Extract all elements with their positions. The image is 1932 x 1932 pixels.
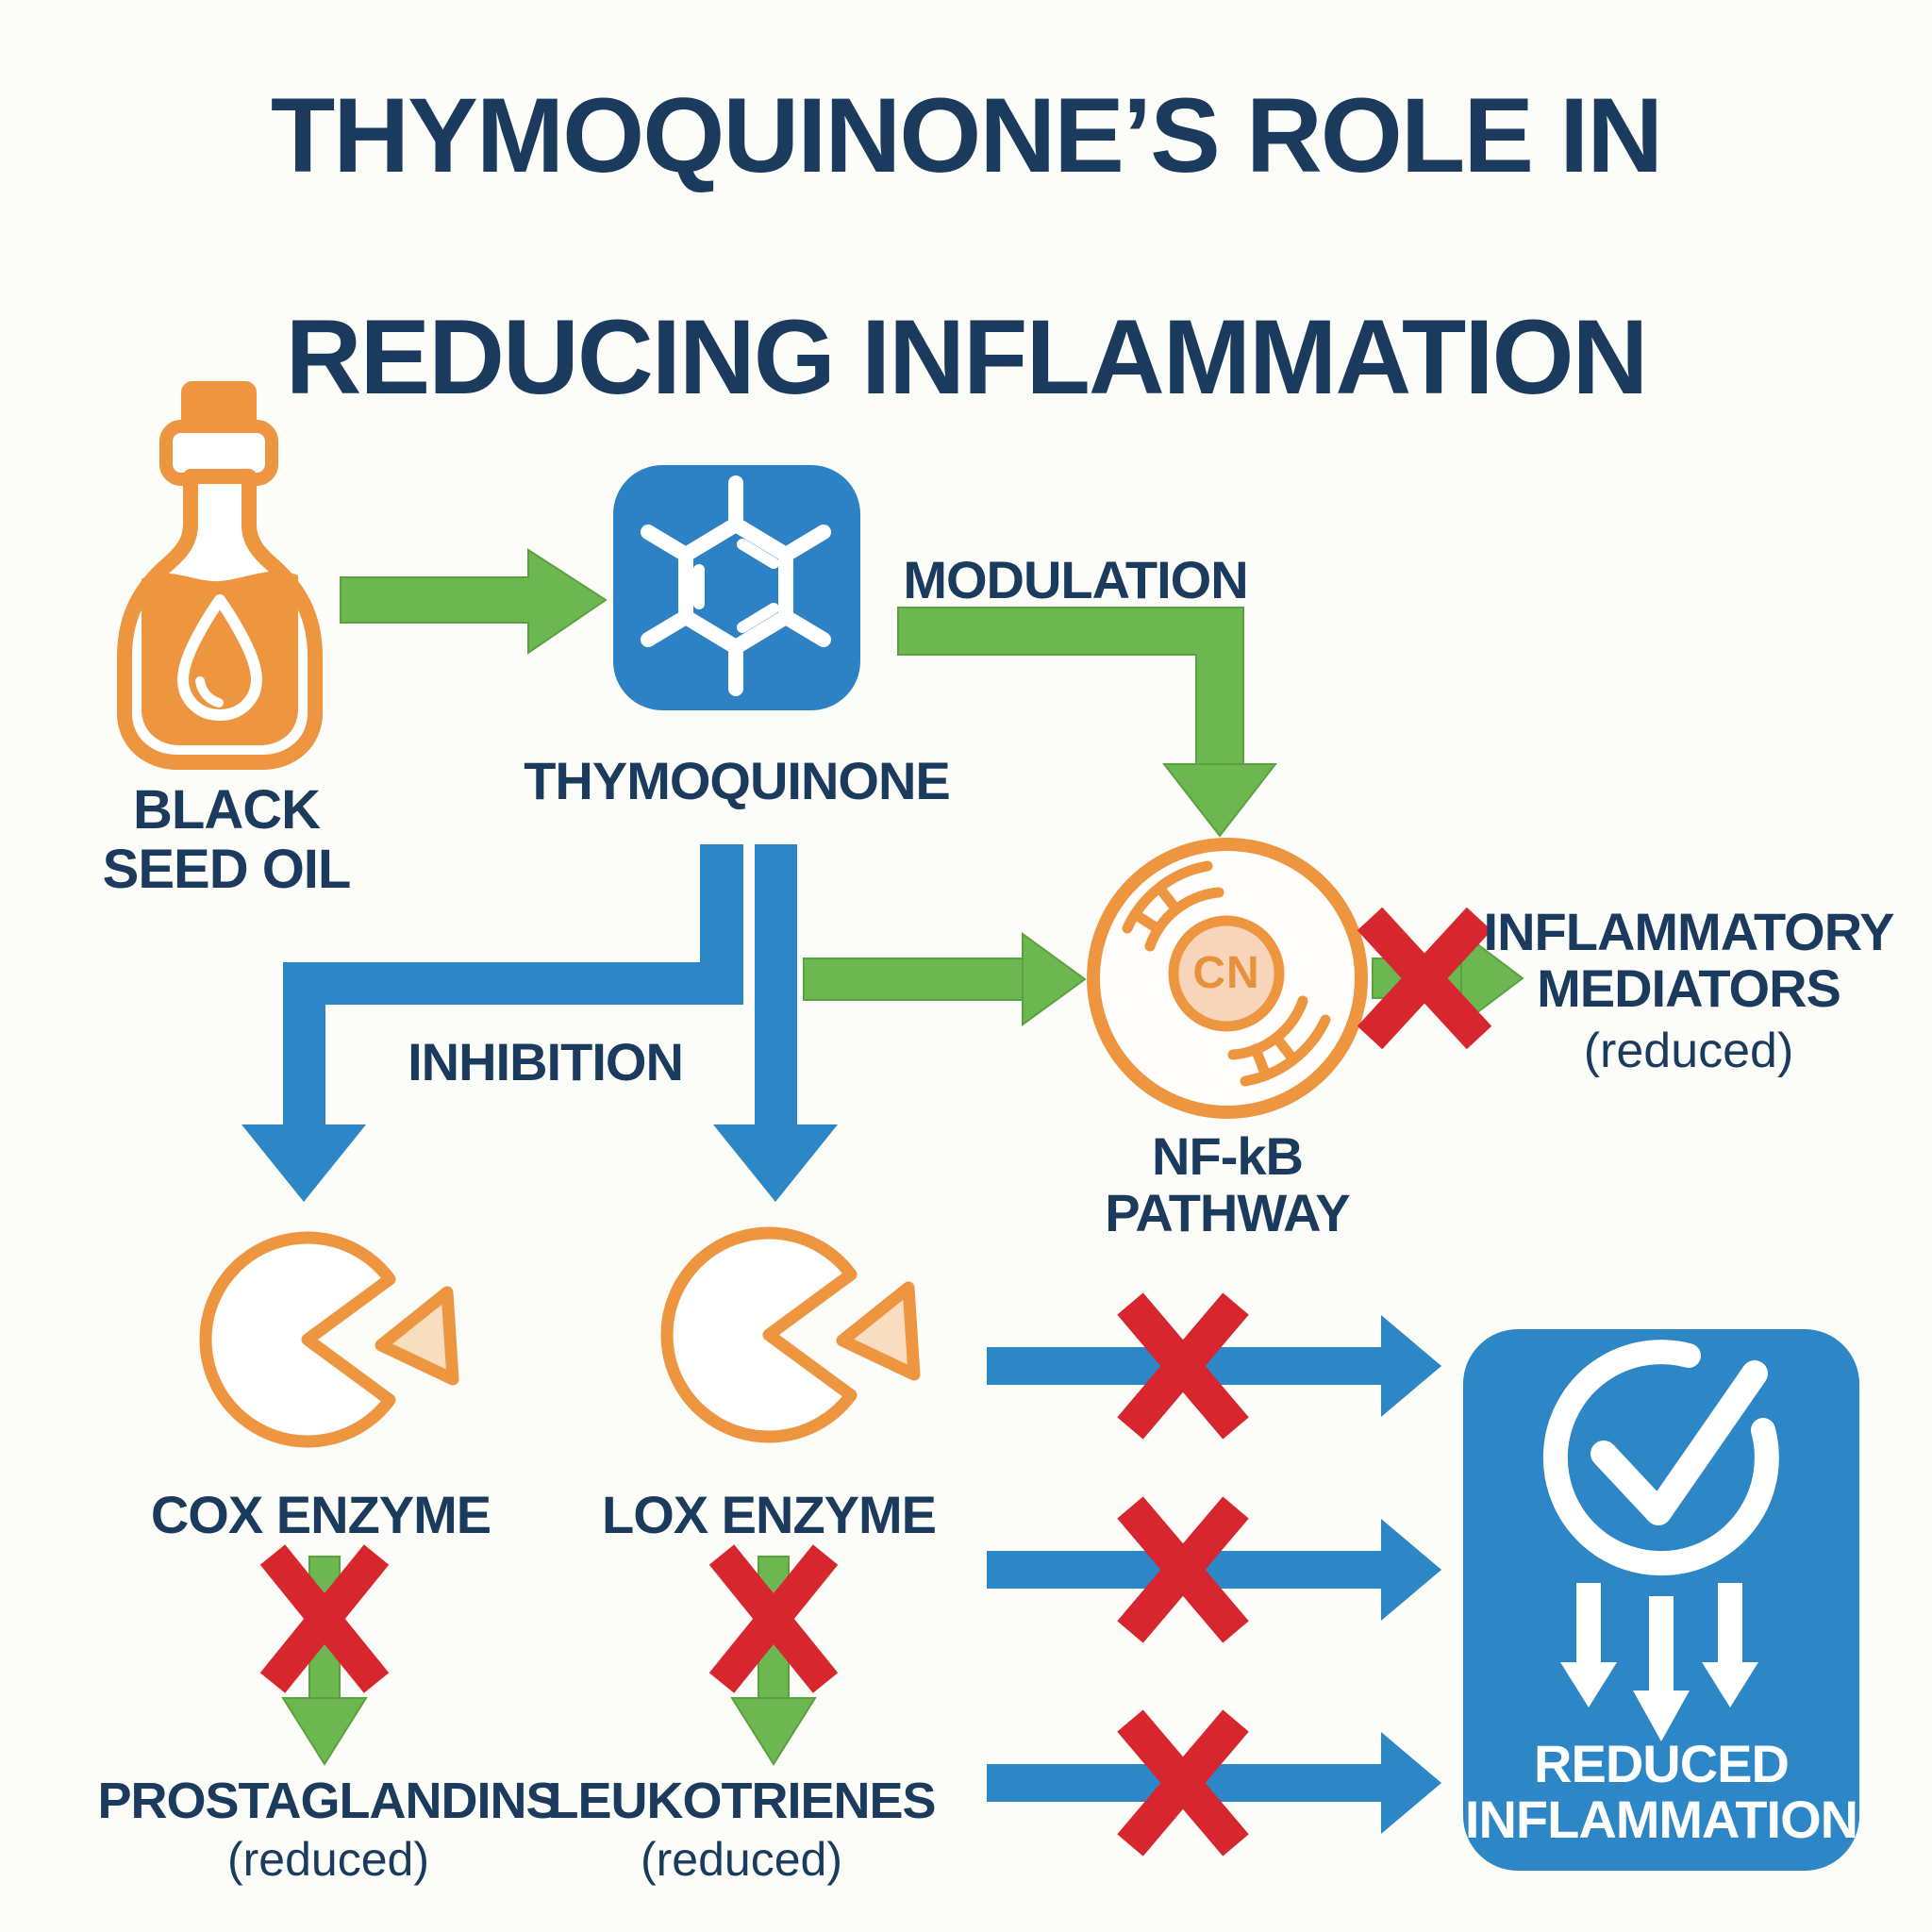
- blocked-arrow-row-3: [987, 1709, 1441, 1857]
- prostaglandins-status: (reduced): [227, 1833, 429, 1886]
- thymoquinone-box: [613, 465, 860, 710]
- nucleus-cn-label: CN: [1192, 948, 1260, 999]
- lox-enzyme-label: LOX ENZYME: [601, 1485, 937, 1544]
- cox-pacman-enzyme-icon: [199, 1231, 459, 1448]
- oil-bottle-icon: [117, 381, 323, 770]
- reduced-inflammation-label: REDUCED INFLAMMATION: [1464, 1734, 1858, 1850]
- bottle-oil-fill: [142, 571, 298, 745]
- molecule-icon: [641, 475, 831, 696]
- nfkb-pathway-label: NF-kB PATHWAY: [1105, 1126, 1351, 1243]
- blocked-arrow-row-1: [987, 1292, 1441, 1440]
- arrow-inhibition-right: [713, 844, 838, 1202]
- cell-nucleus-icon: [1087, 838, 1368, 1119]
- blocked-x-mediators: [1357, 907, 1492, 1050]
- arrow-inhibition-left: [242, 844, 743, 1202]
- cox-enzyme-label: COX ENZYME: [150, 1485, 491, 1544]
- lox-pacman-enzyme-icon: [660, 1226, 921, 1443]
- arrow-modulation: [897, 607, 1278, 838]
- leukotrienes-label: LEUKOTRIENES: [547, 1773, 936, 1829]
- page-title: THYMOQUINONE’S ROLE IN REDUCING INFLAMMA…: [70, 80, 1862, 413]
- droplet-highlight: [195, 676, 224, 708]
- title-line-2: REDUCING INFLAMMATION: [285, 298, 1649, 417]
- bottle-cap: [181, 381, 257, 432]
- arrow-bottle-to-thymoquinone: [340, 548, 608, 655]
- blocked-x-cox: [259, 1544, 390, 1693]
- inflammatory-mediators-status: (reduced): [1583, 1024, 1794, 1078]
- triple-down-arrows-icon: [1560, 1583, 1758, 1741]
- thymoquinone-node: [613, 465, 860, 710]
- title-line-1: THYMOQUINONE’S ROLE IN: [270, 76, 1663, 194]
- check-circle-icon: [1542, 1340, 1779, 1576]
- thymoquinone-label: THYMOQUINONE: [524, 751, 951, 810]
- reduced-inflammation-node: [1463, 1329, 1859, 1871]
- leukotrienes-status: (reduced): [641, 1833, 842, 1886]
- oil-droplet-icon: [177, 594, 262, 721]
- inflammatory-mediators-label: INFLAMMATORY MEDIATORS: [1483, 902, 1895, 1019]
- black-seed-oil-label: BLACK SEED OIL: [102, 779, 352, 900]
- modulation-edge-label: MODULATION: [903, 550, 1248, 609]
- arrow-to-nfkb: [803, 932, 1087, 1026]
- inhibition-edge-label: INHIBITION: [408, 1032, 684, 1091]
- blocked-arrow-row-2: [987, 1496, 1441, 1643]
- cell-chromatin-arcs: [1122, 860, 1331, 1087]
- prostaglandins-label: PROSTAGLANDINS: [97, 1773, 559, 1829]
- cell-nucleus: [1168, 915, 1285, 1032]
- blocked-x-lox: [708, 1544, 839, 1693]
